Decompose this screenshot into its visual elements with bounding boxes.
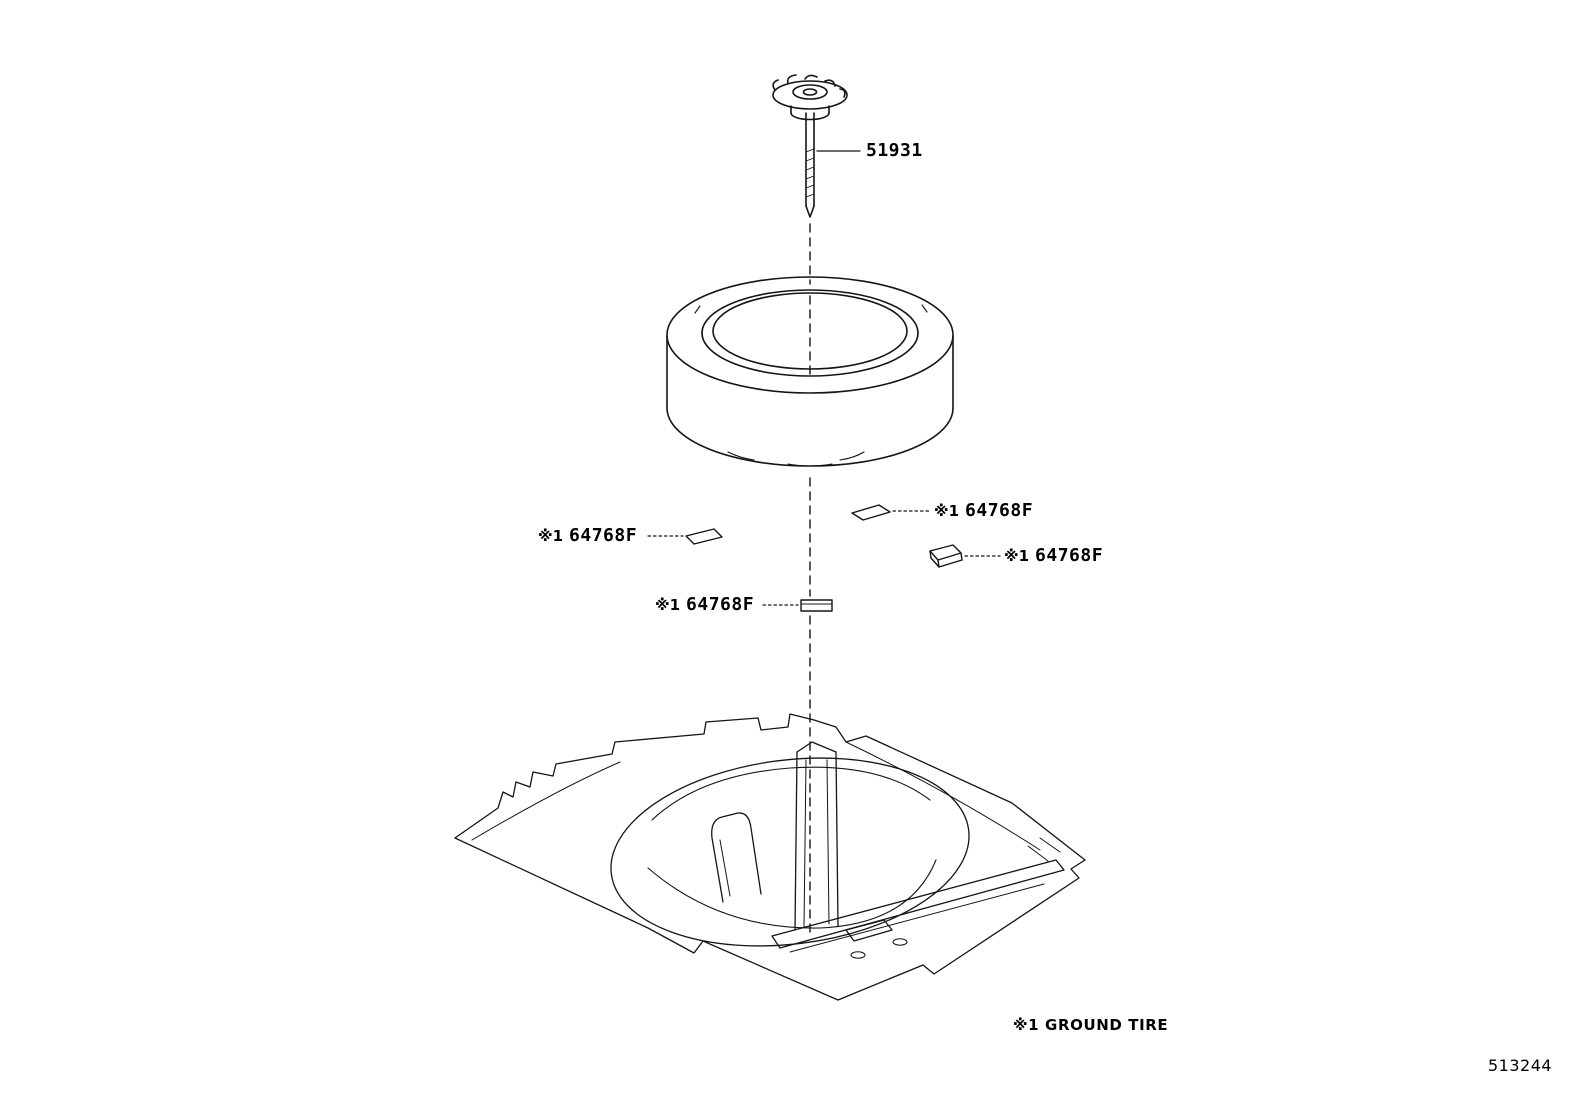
part-callout-pad-center[interactable]: ※1 64768F (655, 594, 754, 616)
ground-tire-footnote: ※1 GROUND TIRE (1013, 1016, 1169, 1034)
pad-right (929, 544, 963, 568)
part-number: 64768F (965, 500, 1034, 521)
spare-tire-drawing (666, 276, 954, 467)
part-callout-pad-right[interactable]: ※1 64768F (1004, 545, 1103, 567)
wing-bolt-drawing (772, 74, 848, 218)
footnote-marker: ※1 (1004, 547, 1030, 565)
part-callout-bolt[interactable]: 51931 (866, 140, 923, 161)
footnote-marker: ※1 (934, 502, 960, 520)
pad-leader-lines (647, 510, 1001, 606)
part-number: 64768F (1035, 545, 1104, 566)
part-callout-pad-left[interactable]: ※1 64768F (538, 525, 637, 547)
part-number: 51931 (866, 140, 923, 161)
pad-center (800, 599, 833, 612)
diagram-code: 513244 (1488, 1056, 1553, 1075)
part-number: 64768F (569, 525, 638, 546)
pad-top (851, 504, 891, 521)
rear-floor-pan-drawing (454, 713, 1086, 1001)
pad-left (685, 528, 723, 545)
part-callout-pad-top[interactable]: ※1 64768F (934, 500, 1033, 522)
footnote-marker: ※1 (655, 596, 681, 614)
part-number: 64768F (686, 594, 755, 615)
footnote-marker: ※1 (538, 527, 564, 545)
support-pads-drawing (685, 504, 963, 612)
